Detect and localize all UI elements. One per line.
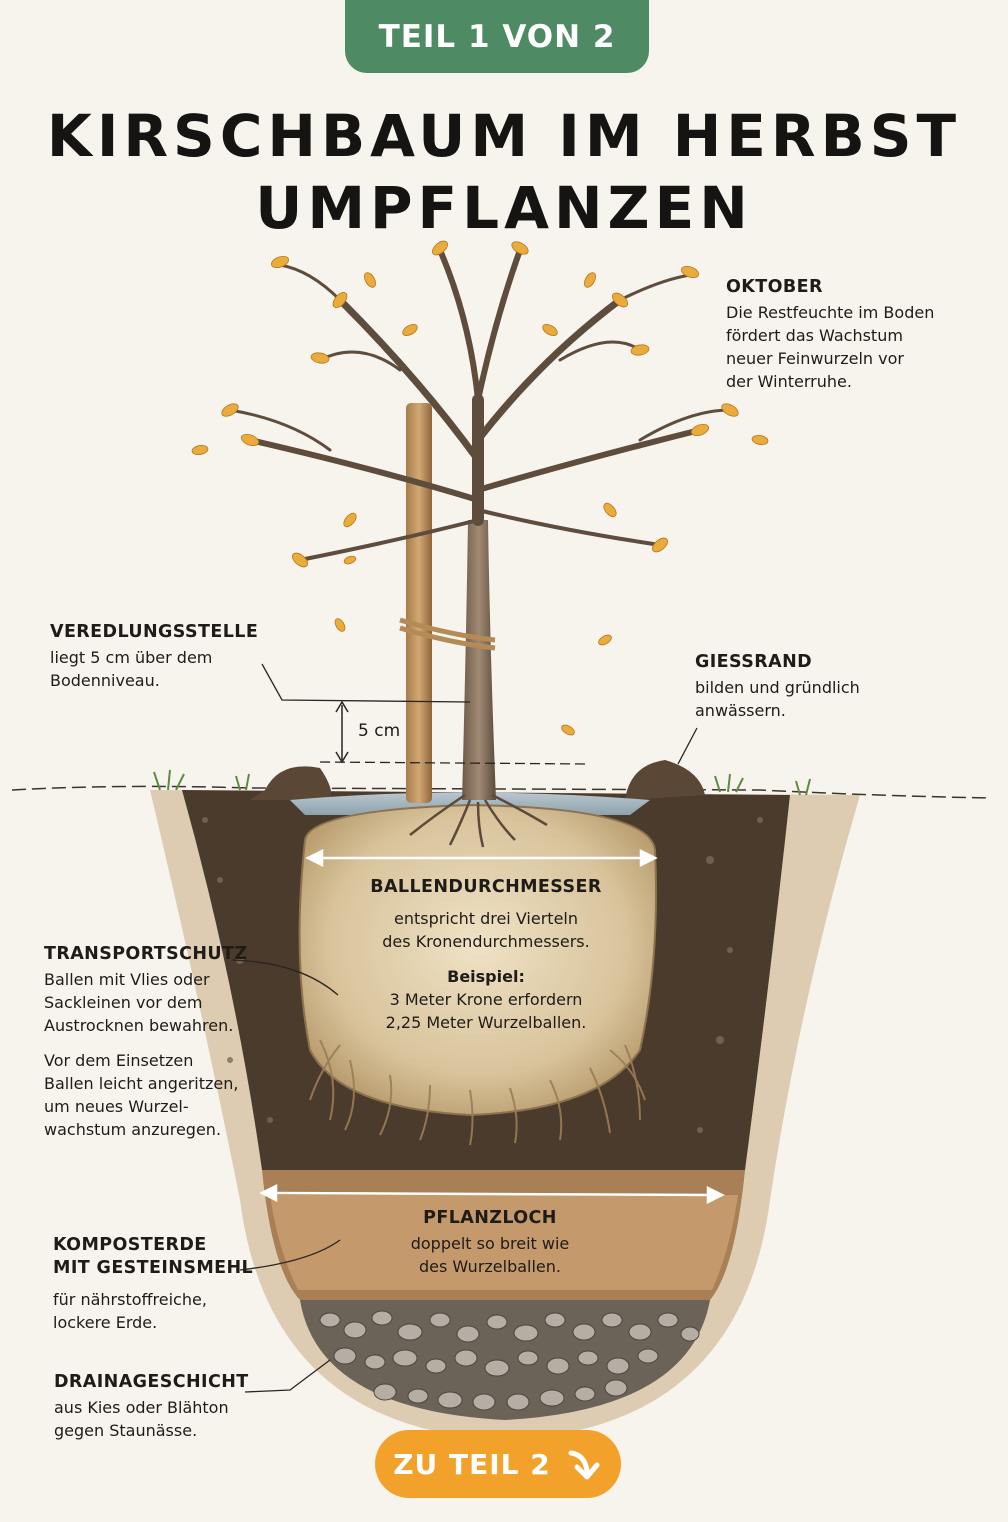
leader-transport [231,959,339,996]
drainage-heading: DRAINAGESCHICHT [54,1372,249,1392]
kompost-note: KOMPOSTERDE MIT GESTEINSMEHL für nährsto… [53,1234,253,1334]
transport-extra-line: um neues Wurzel- [44,1097,189,1116]
ball-diameter-arrow [305,848,658,868]
tree-branches [228,247,732,562]
veredlung-heading: VEREDLUNGSSTELLE [50,622,259,642]
page-title: KIRSCHBAUM IM HERBST UMPFLANZEN [0,100,1008,244]
giessrand-line: anwässern. [695,701,786,720]
ballen-example-line: 2,25 Meter Wurzelballen. [385,1013,587,1032]
kompost-heading: KOMPOSTERDE [53,1235,207,1255]
ballen-example-line: 3 Meter Krone erfordern [389,990,583,1009]
veredlung-line: Bodenniveau. [50,671,160,690]
hole-width-arrow [259,1183,725,1205]
transport-extra-line: wachstum anzuregen. [44,1120,222,1139]
title-line-2: UMPFLANZEN [255,174,753,242]
transport-heading: TRANSPORTSCHUTZ [44,944,248,964]
root-ball [298,803,657,1117]
ballen-line: entspricht drei Vierteln [394,909,578,928]
leader-veredlung [261,663,471,703]
next-part-button[interactable]: ZU TEIL 2 [375,1430,621,1498]
leader-giessrand [677,727,698,765]
ball-roots [309,1039,646,1146]
rope-tie [399,617,496,651]
kompost-heading: MIT GESTEINSMEHL [53,1258,254,1278]
pflanzloch-heading: PFLANZLOCH [423,1208,557,1228]
arrow-down-right-icon [568,1450,600,1480]
measure-label: 5 cm [358,721,401,741]
ground-line [11,785,991,799]
transport-line: Sackleinen vor dem [44,993,203,1012]
watering-rim-left [250,766,332,800]
ballen-note: BALLENDURCHMESSER entspricht drei Vierte… [336,876,636,1034]
giessrand-line: bilden und gründlich [695,678,860,697]
kompost-line: lockere Erde. [53,1313,158,1332]
oktober-line: fördert das Wachstum [726,326,903,345]
watering-rim-right [625,760,705,800]
tree-trunk [462,520,496,800]
giessrand-heading: GIESSRAND [695,652,813,672]
pflanzloch-line: des Wurzelballen. [419,1257,561,1276]
kompost-line: für nährstoffreiche, [53,1290,207,1309]
transport-line: Austrocknen bewahren. [44,1016,234,1035]
support-stake [406,403,432,803]
leader-drainage [244,1359,331,1393]
oktober-note: OKTOBER Die Restfeuchte im Boden fördert… [726,276,934,393]
leader-kompost [239,1239,341,1271]
oktober-line: der Winterruhe. [726,372,852,391]
oktober-line: Die Restfeuchte im Boden [726,303,935,322]
drainage-note: DRAINAGESCHICHT aus Kies oder Blähton ge… [54,1371,249,1442]
autumn-leaves [191,240,769,736]
oktober-heading: OKTOBER [726,277,823,297]
transport-line: Ballen mit Vlies oder [44,970,210,989]
transport-extra-line: Ballen leicht angeritzen, [44,1074,239,1093]
pflanzloch-note: PFLANZLOCH doppelt so breit wie des Wurz… [360,1207,620,1278]
oktober-line: neuer Feinwurzeln vor [726,349,904,368]
ballen-line: des Kronendurchmessers. [382,932,590,951]
veredlung-note: VEREDLUNGSSTELLE liegt 5 cm über dem Bod… [50,621,258,692]
pflanzloch-line: doppelt so breit wie [410,1234,570,1253]
drainage-line: gegen Staunässe. [54,1421,198,1440]
veredlung-line: liegt 5 cm über dem [50,648,213,667]
ballen-example-heading: Beispiel: [447,967,525,986]
gravel-stones [319,1310,700,1411]
title-line-1: KIRSCHBAUM IM HERBST [46,102,962,170]
giessrand-note: GIESSRAND bilden und gründlich anwässern… [695,651,860,722]
ballen-heading: BALLENDURCHMESSER [370,877,602,897]
drainage-line: aus Kies oder Blähton [54,1398,229,1417]
next-part-label: ZU TEIL 2 [393,1447,551,1481]
graft-height-level [319,761,591,765]
part-badge: TEIL 1 VON 2 [345,0,649,73]
transport-note: TRANSPORTSCHUTZ Ballen mit Vlies oder Sa… [44,943,247,1141]
transport-extra-line: Vor dem Einsetzen [44,1051,194,1070]
